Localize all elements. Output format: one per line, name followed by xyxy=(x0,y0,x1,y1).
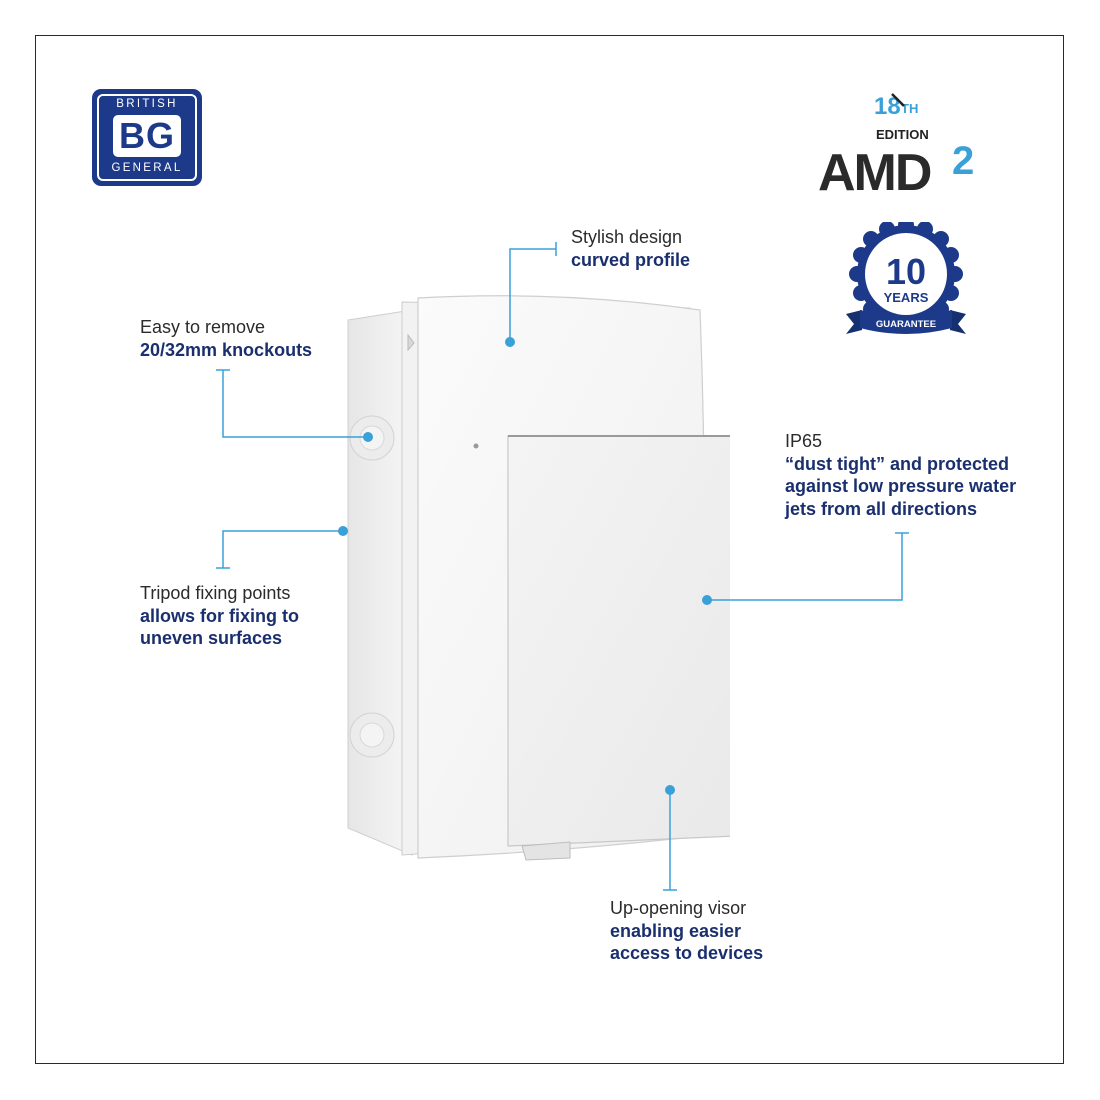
callout-ip65-bold-line: jets from all directions xyxy=(785,498,978,519)
callout-ip65: IP65 “dust tight” and protected against … xyxy=(785,430,1016,520)
callout-tripod-bold-line: allows for fixing to xyxy=(140,605,300,626)
leader-tripod xyxy=(222,530,343,568)
callout-ip65-bold-line: “dust tight” and protected xyxy=(785,453,1009,474)
leader-design xyxy=(509,248,556,342)
amd-slash-mark xyxy=(891,93,905,107)
amd-word: AMD xyxy=(818,144,931,202)
callout-visor-bold-line: access to devices xyxy=(610,943,764,963)
callout-visor-text: Up-opening visor xyxy=(610,898,747,918)
dot-knockouts xyxy=(363,432,373,442)
amd-edition-label: EDITION xyxy=(876,127,929,142)
callout-visor-bold-line: enabling easier xyxy=(610,920,742,941)
ribbon-band xyxy=(860,310,952,334)
callout-knockouts-bold: 20/32mm knockouts xyxy=(140,339,313,360)
amd-edition-suffix: TH xyxy=(901,101,918,116)
visor-door xyxy=(507,435,730,847)
callout-ip65-text: IP65 xyxy=(785,431,823,451)
ribbon-left-tail xyxy=(846,310,862,334)
callout-tripod-bold-line: uneven surfaces xyxy=(140,628,283,648)
callout-knockouts: Easy to remove 20/32mm knockouts xyxy=(140,316,312,361)
british-general-logo: BRITISH BG GENERAL xyxy=(92,89,202,186)
dot-ip65 xyxy=(702,595,712,605)
visor-latch xyxy=(521,841,571,861)
callout-design-text: Stylish design xyxy=(571,227,683,247)
image-frame xyxy=(35,35,1064,1064)
dot-tripod xyxy=(338,526,348,536)
amd2-badge: 18 TH EDITION AMD 2 xyxy=(818,93,974,202)
logo-bottom-text: GENERAL xyxy=(111,162,183,174)
leader-knockouts xyxy=(222,370,368,438)
ribbon-right-tail xyxy=(950,310,966,334)
dot-visor xyxy=(665,785,675,795)
logo-mark: BG xyxy=(113,115,181,157)
ribbon-text: GUARANTEE xyxy=(876,319,936,330)
badge-years-label: YEARS xyxy=(884,290,929,305)
logo-border xyxy=(97,94,197,181)
leader-ip65 xyxy=(707,533,903,601)
callout-design-bold: curved profile xyxy=(571,249,691,270)
dot-design xyxy=(505,337,515,347)
callout-tripod-text: Tripod fixing points xyxy=(140,583,291,603)
callout-ip65-bold-line: against low pressure water xyxy=(785,476,1017,496)
callout-visor: Up-opening visor enabling easier access … xyxy=(610,897,763,965)
badge-rosette xyxy=(849,222,963,331)
callout-tripod: Tripod fixing points allows for fixing t… xyxy=(140,582,299,650)
callout-design: Stylish design curved profile xyxy=(571,226,690,271)
amd-subscript: 2 xyxy=(952,139,974,183)
callout-knockouts-text: Easy to remove xyxy=(140,317,266,337)
enclosure-product-image xyxy=(347,295,730,861)
logo-top-text: BRITISH xyxy=(116,98,178,110)
badge-years-number: 10 xyxy=(886,251,926,292)
guarantee-badge: 10 YEARS GUARANTEE xyxy=(846,222,966,334)
